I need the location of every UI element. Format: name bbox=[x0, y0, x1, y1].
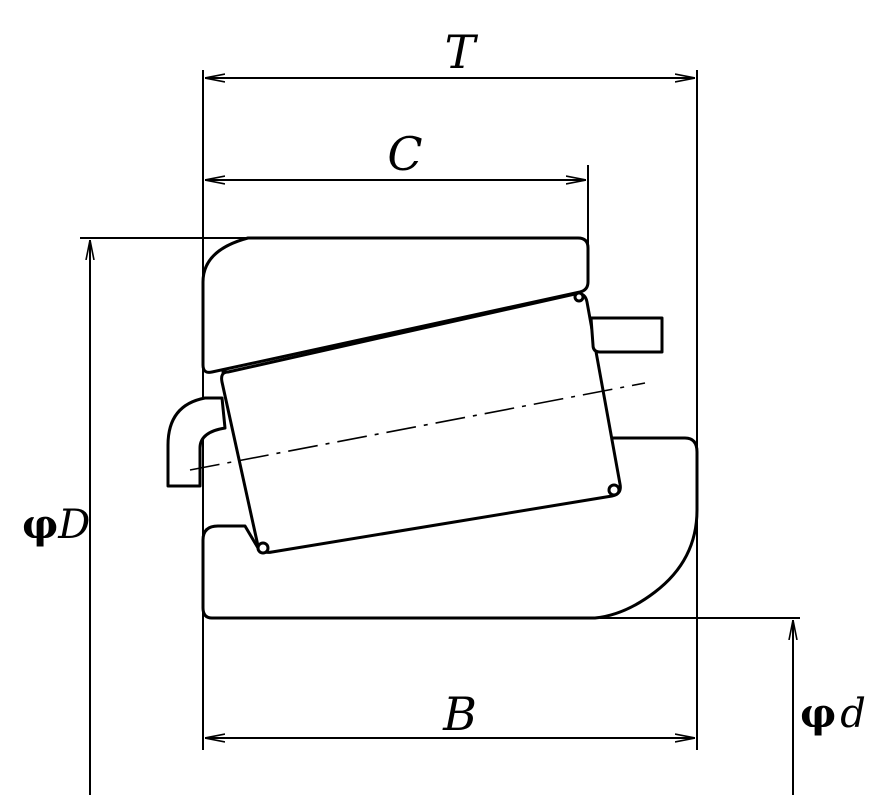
dimension-letter-outer: D bbox=[57, 502, 90, 548]
roller-corners bbox=[256, 291, 621, 555]
outer-ring-cup bbox=[201, 236, 590, 374]
dimension-t-label: T bbox=[445, 25, 479, 79]
inner-ring-cone bbox=[201, 436, 699, 620]
dimension-letter-inner: d bbox=[840, 691, 866, 737]
cage-right bbox=[589, 316, 664, 354]
phi-symbol-inner: φ bbox=[800, 690, 836, 737]
roller-axis-centerline bbox=[189, 382, 646, 471]
dimension-b-label: B bbox=[442, 687, 477, 741]
dimension-phi-d-outer-label: φD bbox=[22, 501, 90, 548]
cage-left bbox=[166, 396, 227, 488]
dimension-c: C bbox=[205, 127, 586, 181]
dimension-c-label: C bbox=[387, 127, 422, 181]
dimension-t: T bbox=[205, 25, 695, 79]
phi-symbol-outer: φ bbox=[22, 501, 58, 548]
dimension-phi-d-outer: φD bbox=[22, 240, 90, 795]
dimension-b: B bbox=[205, 687, 695, 741]
